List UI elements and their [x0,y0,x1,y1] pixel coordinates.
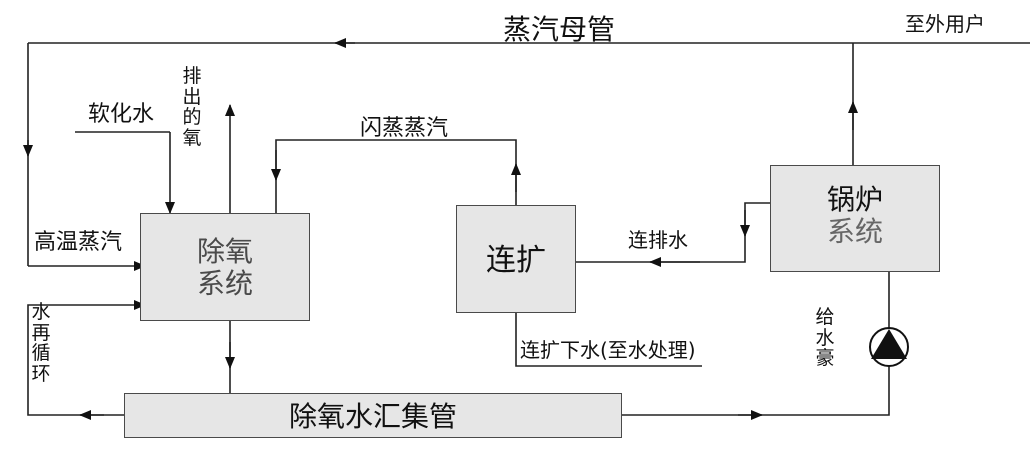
feed-pump-label: 给水豪 [815,306,835,370]
feed-pump-icon [869,327,909,367]
boiler-system-label: 锅炉 系统 [826,183,883,249]
deaerated-water-header-box: 除氧水汇集管 [124,393,622,438]
expander-drain-label: 连扩下水(至水处理) [520,338,696,362]
deaerator-system-box: 除氧 系统 [140,213,310,321]
high-temp-steam-label: 高温蒸汽 [34,230,123,255]
feed-water-line [622,272,890,416]
expander-label: 连扩 [486,243,546,278]
to-external-users-label: 至外用户 [905,12,985,36]
deaerator-system-label: 除氧 系统 [196,235,253,301]
deaerated-water-header-label: 除氧水汇集管 [288,400,457,433]
flash-steam-label: 闪蒸蒸汽 [360,116,449,141]
steam-main-label: 蒸汽母管 [503,13,616,46]
expander-drain-line [515,313,702,367]
continuous-blowdown-water-label: 连排水 [628,228,688,252]
water-recirculation-label: 水再循环 [31,301,51,385]
flash-steam-line [275,139,517,213]
boiler-system-box: 锅炉 系统 [770,165,940,272]
recirculation-line [27,300,146,416]
softened-water-label: 软化水 [88,102,155,127]
oxygen-vent-label: 排出的氧 [182,65,202,149]
expander-box: 连扩 [456,205,576,313]
